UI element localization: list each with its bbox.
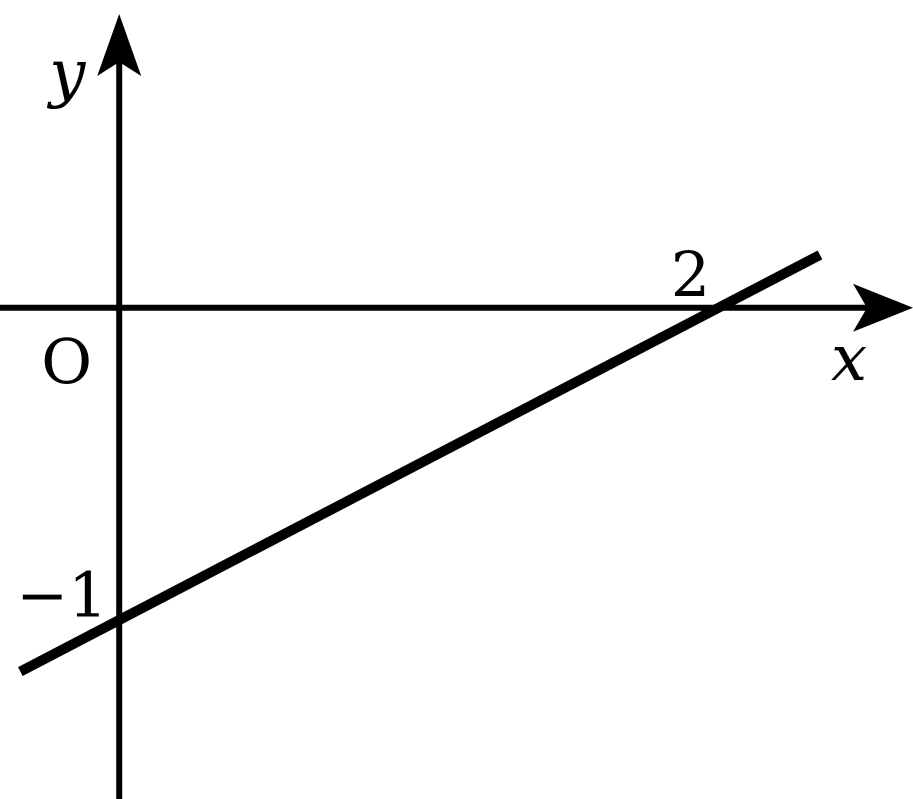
series-line — [18, 250, 823, 676]
y-tick-label: −1 — [16, 559, 107, 632]
y-axis-arrowhead — [97, 14, 142, 76]
x-axis-arrowhead — [853, 283, 913, 332]
x-tick-label: 2 — [671, 238, 710, 311]
origin-label: O — [41, 325, 92, 398]
y-axis-label: y — [46, 37, 86, 111]
x-axis-label: x — [831, 322, 867, 396]
